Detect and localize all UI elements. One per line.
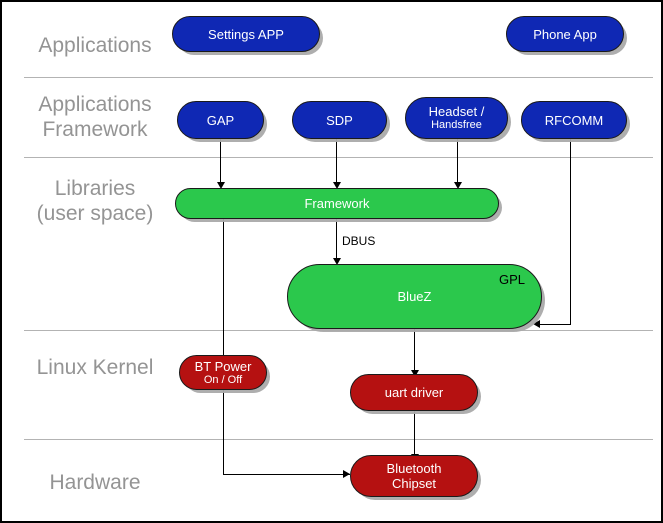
node-bluez-license-badge: GPL xyxy=(498,272,525,287)
edge-framework-chipset-arrow xyxy=(343,470,350,478)
node-bt-power-sublabel: On / Off xyxy=(203,373,243,386)
node-rfcomm[interactable]: RFCOMM xyxy=(521,101,627,139)
edge-rfcomm-bluez-arrow xyxy=(533,320,540,328)
divider-linux-kernel xyxy=(24,439,653,440)
node-headset-label: Headset / xyxy=(428,104,485,119)
node-sdp[interactable]: SDP xyxy=(292,101,387,139)
divider-libraries xyxy=(24,330,653,331)
divider-applications xyxy=(24,77,653,78)
node-phone-app-label: Phone App xyxy=(533,26,597,42)
edge-uart-chipset-line xyxy=(414,411,415,455)
edge-sdp-framework-arrow xyxy=(333,182,341,189)
layer-label-libraries: Libraries (user space) xyxy=(36,177,154,225)
edge-gap-framework-line xyxy=(220,139,221,183)
node-rfcomm-label: RFCOMM xyxy=(544,112,604,128)
node-bt-power[interactable]: BT Power On / Off xyxy=(179,355,267,390)
node-bluetooth-chipset-label: Bluetooth xyxy=(386,461,442,476)
node-bluez-label: BlueZ xyxy=(397,289,432,304)
node-sdp-label: SDP xyxy=(326,112,353,128)
node-gap[interactable]: GAP xyxy=(177,101,264,139)
node-framework[interactable]: Framework xyxy=(175,188,499,219)
edge-rfcomm-bluez-hline xyxy=(540,324,571,325)
edge-framework-bluez-arrow xyxy=(333,258,341,265)
node-bluetooth-chipset[interactable]: Bluetooth Chipset xyxy=(350,455,478,497)
node-bluetooth-chipset-sublabel: Chipset xyxy=(391,476,437,491)
edge-gap-framework-arrow xyxy=(217,182,225,189)
divider-applications-framework xyxy=(24,157,653,158)
layer-label-linux-kernel: Linux Kernel xyxy=(36,356,154,379)
edge-framework-chipset-hline xyxy=(223,474,350,475)
edge-label-dbus: DBUS xyxy=(342,234,376,248)
edge-headset-framework-line xyxy=(457,139,458,183)
layer-label-applications: Applications xyxy=(38,34,152,57)
node-uart-driver[interactable]: uart driver xyxy=(350,374,478,411)
node-headset-sublabel: Handsfree xyxy=(431,119,482,131)
edge-sdp-framework-line xyxy=(336,139,337,183)
node-settings-app[interactable]: Settings APP xyxy=(172,16,320,52)
edge-headset-framework-arrow xyxy=(454,182,462,189)
layer-label-applications-framework: Applications Framework xyxy=(38,93,152,141)
node-headset-handsfree[interactable]: Headset / Handsfree xyxy=(405,97,508,139)
node-uart-driver-label: uart driver xyxy=(384,385,444,400)
node-framework-label: Framework xyxy=(304,196,370,211)
node-bluez[interactable]: BlueZ GPL xyxy=(287,264,542,329)
edge-rfcomm-bluez-vline xyxy=(570,139,571,325)
node-bt-power-label: BT Power xyxy=(194,358,252,374)
layer-label-hardware: Hardware xyxy=(49,471,141,494)
edge-framework-chipset-vline xyxy=(223,218,224,475)
node-settings-app-label: Settings APP xyxy=(208,26,284,42)
edge-framework-bluez-line xyxy=(336,219,337,260)
node-phone-app[interactable]: Phone App xyxy=(506,16,624,52)
edge-bluez-uart-line xyxy=(414,328,415,371)
node-gap-label: GAP xyxy=(206,112,235,128)
